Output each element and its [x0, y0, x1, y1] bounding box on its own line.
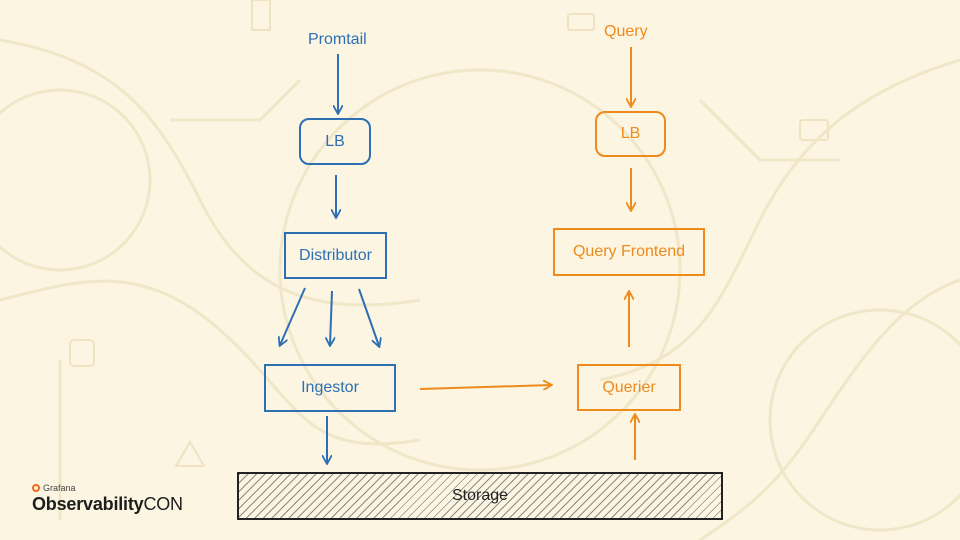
storage-box: Storage	[237, 472, 723, 520]
event-wordmark-bold: Observability	[32, 494, 144, 514]
arrow-distributor-to-ingestor-left	[280, 287, 306, 345]
write-lb-box: LB	[299, 118, 371, 165]
distributor-box: Distributor	[284, 232, 387, 279]
grafana-logo: Grafana	[32, 483, 183, 493]
ingestor-label: Ingestor	[301, 379, 359, 396]
arrow-distributor-to-ingestor-mid	[330, 290, 332, 345]
querier-label: Querier	[602, 378, 656, 396]
read-lb-label: LB	[620, 125, 641, 142]
query-label: Query	[604, 23, 648, 40]
distributor-label: Distributor	[299, 246, 372, 264]
storage-label: Storage	[451, 487, 509, 504]
arrow-ingestor-to-querier	[419, 385, 551, 389]
grafana-wordmark: Grafana	[43, 483, 76, 493]
querier-box: Querier	[577, 364, 681, 411]
event-wordmark: ObservabilityCON	[32, 494, 183, 515]
event-wordmark-rest: CON	[143, 494, 183, 514]
query-frontend-label: Query Frontend	[572, 243, 686, 260]
read-lb-box: LB	[595, 111, 666, 157]
arrow-distributor-to-ingestor-right	[358, 288, 379, 346]
write-lb-label: LB	[325, 132, 345, 150]
promtail-label: Promtail	[308, 31, 367, 48]
grafana-icon	[32, 484, 40, 492]
observabilitycon-logo: Grafana ObservabilityCON	[32, 483, 183, 515]
ingestor-box: Ingestor	[264, 364, 396, 412]
query-frontend-box: Query Frontend	[553, 228, 705, 276]
